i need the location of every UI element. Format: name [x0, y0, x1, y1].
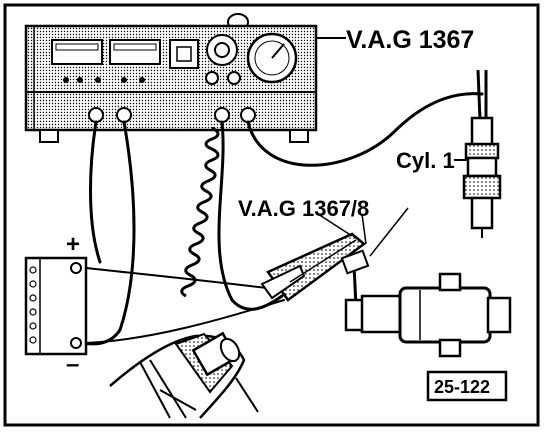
plus-label: + [66, 231, 80, 258]
minus-label: – [66, 351, 79, 378]
rotary-knob-icon[interactable] [206, 34, 238, 66]
battery-negative-terminal[interactable] [70, 337, 82, 349]
battery-positive-terminal[interactable] [70, 262, 82, 274]
cylinder-label: Cyl. 1 [396, 148, 455, 173]
tester-socket[interactable] [88, 107, 104, 123]
coiled-cable [180, 126, 220, 298]
tester-label: V.A.G 1367 [346, 26, 474, 54]
hand-with-pickup [109, 331, 259, 419]
ignition-coil [344, 272, 512, 358]
inductive-clamp [260, 232, 370, 302]
tester-socket[interactable] [240, 107, 256, 123]
figure-id-box [426, 370, 508, 402]
figure-id: 25-122 [434, 377, 490, 397]
figure-frame [3, 3, 540, 427]
cables [78, 92, 484, 346]
battery [24, 256, 88, 356]
tester-socket[interactable] [116, 107, 132, 123]
spark-plug [462, 69, 502, 238]
adapter-label: V.A.G 1367/8 [238, 196, 369, 221]
tester-socket[interactable] [227, 71, 241, 85]
tester-socket[interactable] [205, 71, 219, 85]
tester-unit [24, 13, 318, 143]
tester-socket[interactable] [214, 107, 230, 123]
